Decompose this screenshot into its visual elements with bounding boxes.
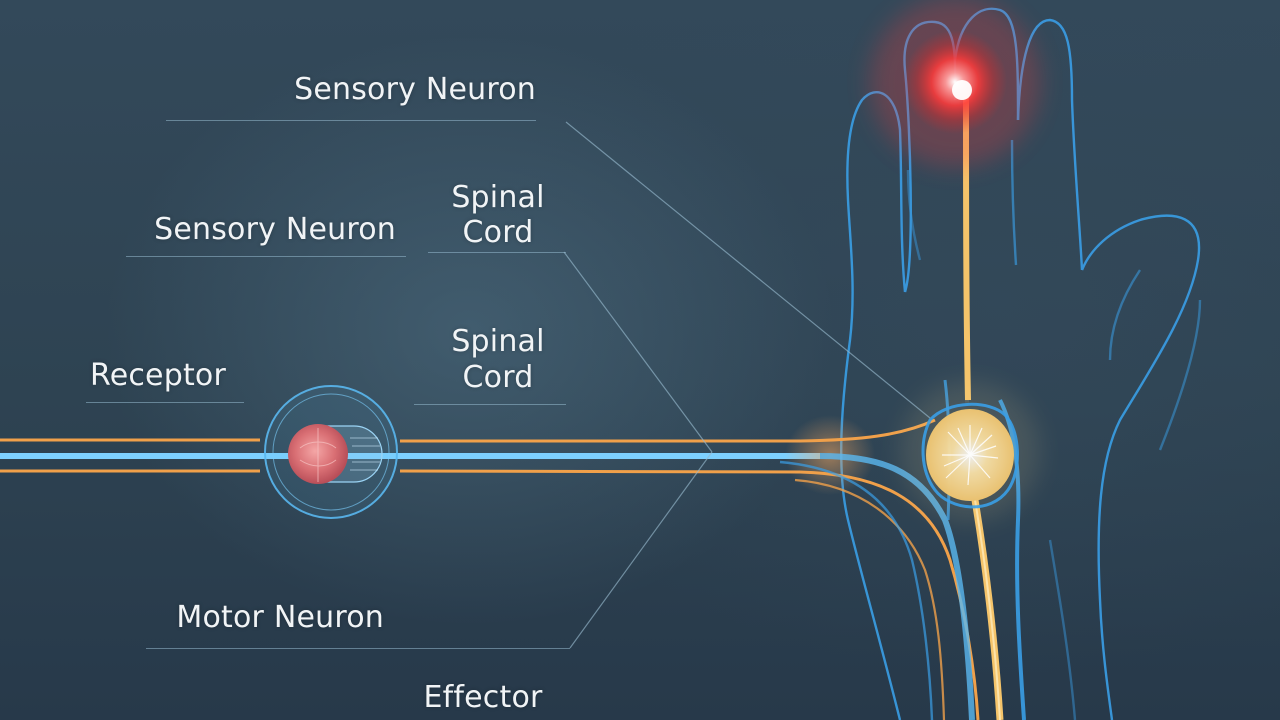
label-sensory-neuron-top: Sensory Neuron bbox=[294, 72, 536, 107]
underline-receptor bbox=[86, 402, 244, 403]
label-spinal-cord-mid-line2: Cord bbox=[462, 360, 534, 395]
underline-spinal-cord-top bbox=[428, 252, 566, 253]
underline-spinal-cord-mid bbox=[414, 404, 566, 405]
spinal-ganglion-icon bbox=[900, 382, 1040, 522]
leader-lines bbox=[563, 121, 931, 649]
label-motor-neuron: Motor Neuron bbox=[176, 600, 384, 635]
receptor-cell-icon bbox=[264, 385, 398, 519]
underline-sensory-neuron-top bbox=[166, 120, 536, 121]
pain-glow-icon bbox=[870, 0, 1040, 167]
label-spinal-cord-top-line1: Spinal bbox=[451, 180, 545, 215]
underline-motor-neuron bbox=[146, 648, 570, 649]
horizontal-nerve-bundle bbox=[0, 438, 820, 474]
underline-sensory-neuron-mid bbox=[126, 256, 406, 257]
label-receptor: Receptor bbox=[90, 358, 226, 393]
label-spinal-cord-mid-line1: Spinal bbox=[451, 324, 545, 359]
label-sensory-neuron-mid: Sensory Neuron bbox=[154, 212, 396, 247]
label-effector: Effector bbox=[423, 680, 543, 715]
label-spinal-cord-top-line2: Cord bbox=[462, 215, 534, 250]
